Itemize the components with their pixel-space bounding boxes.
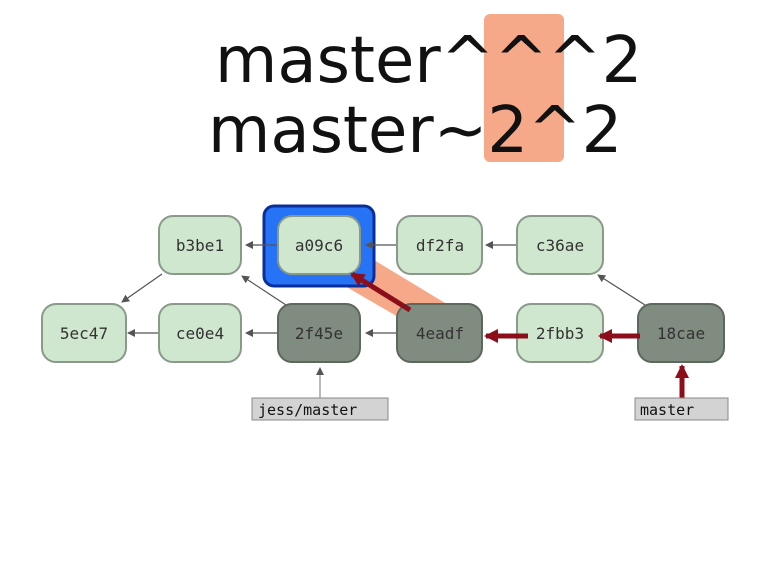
commit-node-df2fa[interactable]: df2fa xyxy=(396,215,483,275)
commit-node-c36ae[interactable]: c36ae xyxy=(516,215,604,275)
commit-label-df2fa: df2fa xyxy=(416,236,464,255)
expression-1-highlight: ^2 xyxy=(547,24,643,98)
traversal-arrows xyxy=(350,271,689,400)
commit-node-2f45e[interactable]: 2f45e xyxy=(277,303,361,363)
commit-node-ce0e4[interactable]: ce0e4 xyxy=(158,303,242,363)
ref-master[interactable]: master xyxy=(634,397,729,421)
ref-label-master: master xyxy=(640,401,694,419)
commit-node-18cae[interactable]: 18cae xyxy=(637,303,725,363)
commit-node-b3be1[interactable]: b3be1 xyxy=(158,215,242,275)
commit-label-b3be1: b3be1 xyxy=(176,236,224,255)
expression-1-prefix: master^^ xyxy=(215,24,548,98)
commit-label-4eadf: 4eadf xyxy=(416,324,464,343)
commit-label-18cae: 18cae xyxy=(657,324,705,343)
commit-label-c36ae: c36ae xyxy=(536,236,584,255)
expression-line-1: master^^^2 xyxy=(215,26,642,96)
ref-jess-master[interactable]: jess/master xyxy=(251,397,389,421)
commit-node-4eadf[interactable]: 4eadf xyxy=(396,303,483,363)
commit-label-5ec47: 5ec47 xyxy=(60,324,108,343)
commit-label-ce0e4: ce0e4 xyxy=(176,324,224,343)
edge-b3be1-5ec47 xyxy=(121,273,163,303)
expression-2-prefix: master~2 xyxy=(208,94,529,168)
traversal-4eadf-a09c6 xyxy=(350,271,412,313)
commit-node-a09c6[interactable]: a09c6 xyxy=(277,215,361,275)
parent-edges xyxy=(121,241,646,398)
commit-label-2f45e: 2f45e xyxy=(295,324,343,343)
commit-label-2fbb3: 2fbb3 xyxy=(536,324,584,343)
commit-node-5ec47[interactable]: 5ec47 xyxy=(41,303,127,363)
commit-node-2fbb3[interactable]: 2fbb3 xyxy=(516,303,604,363)
edge-2f45e-b3be1 xyxy=(241,275,287,306)
expression-line-2: master~2^2 xyxy=(208,96,622,166)
expression-2-highlight: ^2 xyxy=(528,94,623,168)
edge-18cae-c36ae xyxy=(597,274,646,306)
ref-label-jess-master: jess/master xyxy=(258,401,357,419)
commit-label-a09c6: a09c6 xyxy=(295,236,343,255)
